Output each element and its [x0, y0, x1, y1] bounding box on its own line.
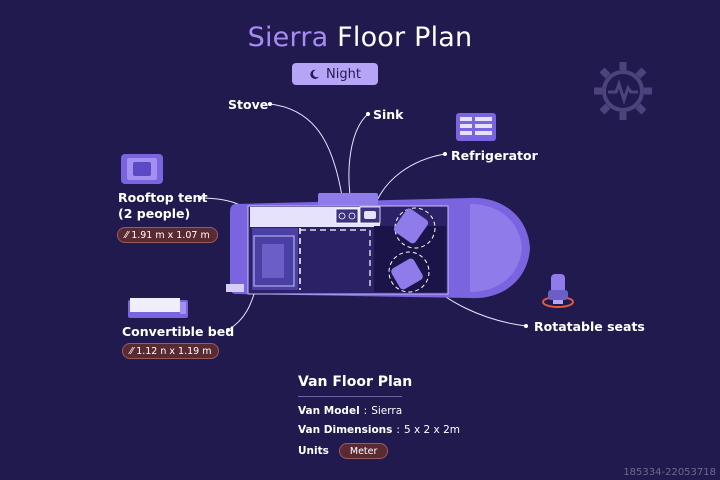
convertible-bed-icon [128, 298, 188, 318]
rooftop-tent-icon [121, 154, 163, 184]
stove-leader-line [269, 103, 345, 209]
model-key: Van Model [298, 405, 360, 417]
title-accent: Sierra [247, 22, 329, 53]
info-divider [298, 396, 402, 397]
gear-logo-icon [594, 62, 652, 120]
info-row-units: Units Meter [298, 443, 389, 459]
rotatable-seat-icon [542, 274, 574, 308]
ruler-icon: ⁄⁄ [125, 229, 129, 241]
moon-icon [310, 69, 320, 79]
convertible-bed-size: 1.12 n x 1.19 m [136, 345, 212, 357]
info-row-model: Van Model: Sierra [298, 405, 403, 417]
rooftop-tent-size-badge: ⁄⁄1.91 m x 1.07 m [117, 227, 218, 243]
refrigerator-leader-line [374, 153, 446, 206]
night-mode-label: Night [326, 66, 361, 82]
units-selector[interactable]: Meter [338, 443, 389, 459]
convertible-bed-label: Convertible bed [122, 324, 235, 339]
sink-label: Sink [373, 107, 404, 122]
rooftop-tent-size: 1.91 m x 1.07 m [131, 229, 210, 241]
model-value: Sierra [371, 405, 403, 417]
rooftop-tent-label: Rooftop tent [118, 190, 208, 205]
rotatable-seats-label: Rotatable seats [534, 319, 645, 334]
stove-label: Stove [228, 97, 269, 112]
rooftop-tent-capacity: (2 people) [118, 206, 191, 221]
convertible-bed-size-badge: ⁄⁄1.12 n x 1.19 m [122, 343, 220, 359]
ruler-icon: ⁄⁄ [130, 345, 134, 357]
night-mode-toggle[interactable]: Night [292, 63, 378, 85]
info-row-dimensions: Van Dimensions: 5 x 2 x 2m [298, 424, 461, 436]
title-rest: Floor Plan [328, 22, 473, 53]
van-illustration [226, 193, 530, 299]
refrigerator-label: Refrigerator [451, 148, 538, 163]
units-key: Units [298, 445, 329, 457]
dimensions-key: Van Dimensions [298, 424, 393, 436]
refrigerator-icon [456, 113, 496, 141]
watermark: 185334-22053718 [623, 467, 716, 478]
page-title: Sierra Floor Plan [0, 22, 720, 53]
dimensions-value: 5 x 2 x 2m [403, 424, 461, 436]
info-title: Van Floor Plan [298, 374, 413, 390]
